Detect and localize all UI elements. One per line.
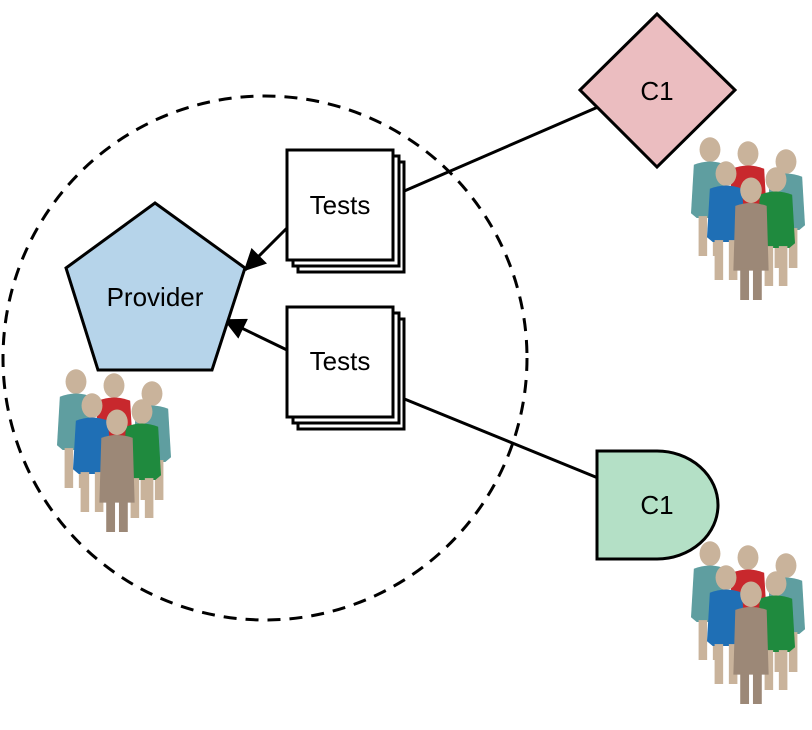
people-group-icon bbox=[691, 541, 805, 704]
connector-consumer-top-to-tests bbox=[401, 105, 599, 194]
consumer-bottom-node: C1 bbox=[595, 449, 720, 561]
consumer-top-diamond bbox=[577, 11, 738, 170]
tests-stack-bottom: Tests bbox=[285, 305, 406, 431]
consumer-top-label: C1 bbox=[640, 76, 673, 106]
consumer-bottom-d-shape bbox=[595, 449, 720, 561]
connector-consumer-bottom-to-tests bbox=[401, 396, 599, 480]
provider-pentagon bbox=[64, 201, 247, 372]
provider-boundary-circle bbox=[1, 94, 529, 622]
provider-node: Provider bbox=[64, 201, 247, 372]
consumer-bottom-label: C1 bbox=[640, 490, 673, 520]
tests-card-front bbox=[285, 305, 395, 419]
tests-top-label: Tests bbox=[310, 190, 371, 220]
provider-label: Provider bbox=[107, 282, 204, 312]
arrow-tests-bottom-to-provider bbox=[223, 318, 288, 352]
people-group-icon bbox=[691, 137, 805, 300]
consumer-top-node: C1 bbox=[577, 11, 738, 170]
tests-stack-top: Tests bbox=[285, 148, 406, 274]
tests-bottom-label: Tests bbox=[310, 346, 371, 376]
people-group-icon bbox=[57, 369, 171, 532]
tests-card-front bbox=[285, 148, 395, 262]
arrow-tests-top-to-provider bbox=[243, 226, 289, 272]
